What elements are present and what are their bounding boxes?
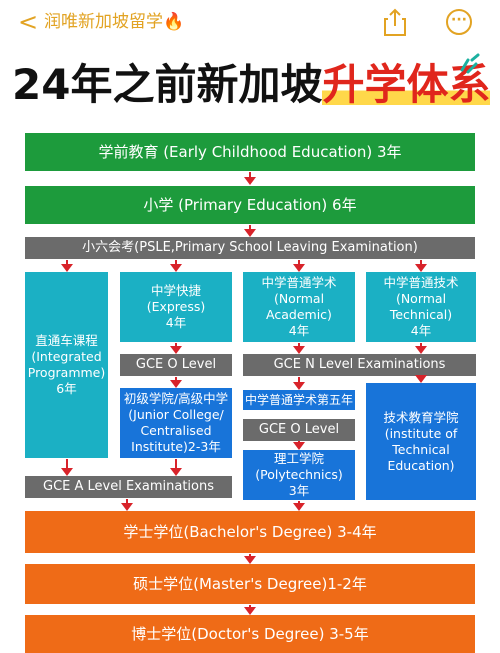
arrow-down: [121, 499, 133, 511]
nt-line-4: 4年: [410, 323, 432, 338]
polytechnic-box: 理工学院 (Polytechnics) 3年: [243, 450, 355, 500]
ip-line-2: (Integrated: [31, 349, 102, 364]
page-title: 24年之前新加坡升学体系: [12, 55, 491, 115]
express-box: 中学快捷 (Express) 4年: [120, 272, 232, 342]
ite-line-3: Technical: [392, 441, 450, 457]
poly-line-1: 理工学院: [273, 451, 324, 466]
arrow-down: [293, 441, 305, 450]
integrated-programme-box: 直通车课程 (Integrated Programme) 6年: [25, 272, 108, 458]
arrow-down: [61, 459, 73, 476]
poly-line-3: 3年: [288, 483, 310, 498]
gce-n-level-box: GCE N Level Examinations: [243, 354, 476, 376]
title-part1: 24年之前新加坡: [12, 60, 323, 109]
arrow-down: [170, 260, 182, 272]
preschool-box: 学前教育 (Early Childhood Education) 3年: [25, 133, 475, 171]
share-icon[interactable]: [382, 7, 408, 37]
arrow-down: [170, 377, 182, 388]
ip-line-1: 直通车课程: [35, 333, 98, 348]
arrow-down: [293, 260, 305, 272]
arrow-down: [61, 260, 73, 272]
poly-line-2: (Polytechnics): [255, 467, 343, 482]
fire-emoji: 🔥: [163, 12, 185, 32]
jc-line-4: Institute)2-3年: [131, 439, 221, 454]
doctor-box: 博士学位(Doctor's Degree) 3-5年: [25, 615, 475, 653]
na-line-3: Academic): [266, 307, 332, 322]
ite-box: 技术教育学院 (institute of Technical Education…: [366, 383, 476, 500]
more-icon[interactable]: ···: [446, 9, 472, 35]
arrow-down: [415, 343, 427, 354]
na-line-4: 4年: [288, 323, 310, 338]
fifth-year-box: 中学普通学术第五年: [243, 390, 355, 410]
na-line-1: 中学普通学术: [261, 275, 337, 290]
ite-line-4: Education): [387, 457, 455, 473]
master-box: 硕士学位(Master's Degree)1-2年: [25, 564, 475, 604]
gce-a-level-box: GCE A Level Examinations: [25, 476, 232, 498]
account-name-text: 润唯新加坡留学: [44, 12, 163, 32]
express-line-2: (Express): [146, 299, 206, 314]
arrow-down: [244, 605, 256, 615]
gce-o-level-normal-box: GCE O Level: [243, 419, 355, 441]
na-line-2: (Normal: [273, 291, 325, 306]
bachelor-box: 学士学位(Bachelor's Degree) 3-4年: [25, 511, 475, 553]
ip-line-3: Programme): [27, 365, 106, 380]
arrow-down: [293, 501, 305, 511]
ite-line-2: (institute of: [384, 425, 458, 441]
arrow-down: [415, 375, 427, 383]
ite-line-1: 技术教育学院: [383, 409, 459, 425]
top-bar: < 润唯新加坡留学🔥 ···: [0, 0, 500, 44]
primary-box: 小学 (Primary Education) 6年: [25, 186, 475, 224]
normal-academic-box: 中学普通学术 (Normal Academic) 4年: [243, 272, 355, 342]
express-line-3: 4年: [165, 315, 187, 330]
back-icon[interactable]: <: [18, 8, 39, 36]
arrow-down: [244, 554, 256, 564]
jc-line-1: 初级学院/高级中学: [123, 391, 229, 406]
normal-technical-box: 中学普通技术 (Normal Technical) 4年: [366, 272, 476, 342]
junior-college-box: 初级学院/高级中学 (Junior College/ Centralised I…: [120, 388, 232, 458]
gce-o-level-express-box: GCE O Level: [120, 354, 232, 376]
arrow-down: [244, 225, 256, 237]
nt-line-2: (Normal: [395, 291, 447, 306]
arrow-down: [293, 343, 305, 354]
account-name[interactable]: 润唯新加坡留学🔥: [44, 11, 184, 33]
nt-line-3: Technical): [389, 307, 453, 322]
arrow-down: [170, 343, 182, 354]
psle-box: 小六会考(PSLE,Primary School Leaving Examina…: [25, 237, 475, 259]
express-line-1: 中学快捷: [150, 283, 201, 298]
nt-line-1: 中学普通技术: [383, 275, 459, 290]
ip-line-4: 6年: [56, 381, 77, 396]
arrow-down: [415, 260, 427, 272]
arrow-down: [170, 459, 182, 476]
sparkle-icon: [460, 53, 480, 74]
arrow-down: [244, 172, 256, 185]
jc-line-2: (Junior College/: [128, 407, 224, 422]
jc-line-3: Centralised: [140, 423, 212, 438]
arrow-down: [293, 377, 305, 390]
